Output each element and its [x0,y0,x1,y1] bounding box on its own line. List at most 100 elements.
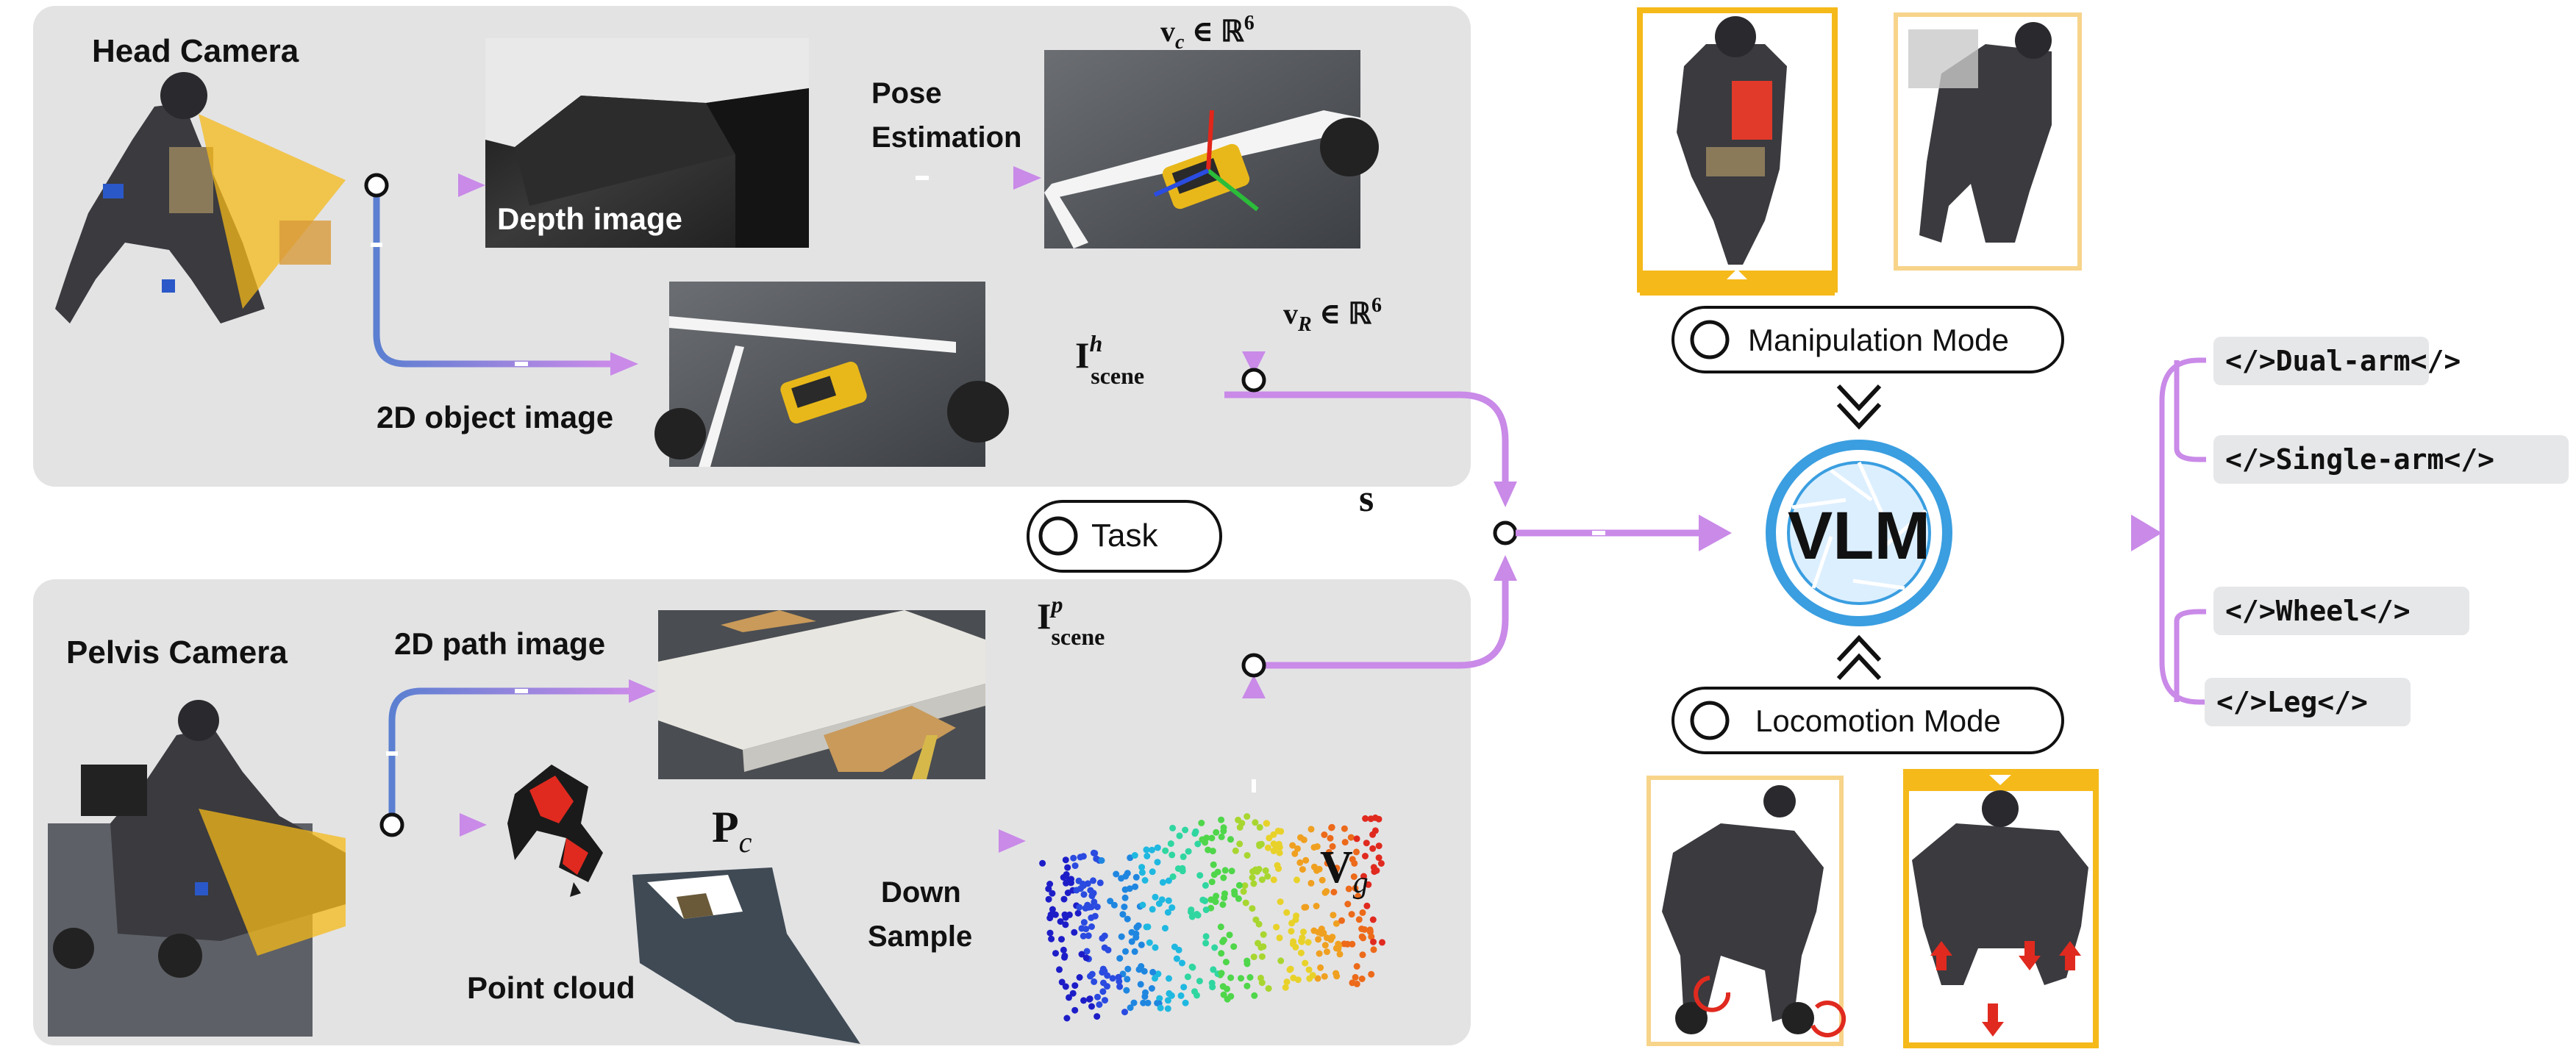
junction-node [379,812,404,837]
cloud-point [1258,953,1266,960]
cloud-point [1324,859,1331,867]
cloud-point [1227,992,1235,1000]
cloud-point [1169,851,1176,859]
cloud-point [1159,879,1166,886]
chevron-up-icon [1836,653,1882,681]
flow-marker [1592,531,1605,535]
cloud-point [1061,911,1068,918]
cloud-point [1249,874,1256,881]
cloud-point [1319,876,1326,884]
cloud-point [1184,973,1191,981]
cloud-point [1238,820,1246,827]
cloud-point [1063,871,1070,878]
cloud-point [1255,940,1261,947]
cloud-point [1242,899,1249,906]
cloud-point [1371,868,1378,876]
cloud-point [1244,813,1251,820]
cloud-point [1141,967,1148,975]
pose-estimation-label-line2: Estimation [871,121,1021,154]
cloud-point [1080,932,1087,940]
cloud-point [1099,965,1107,973]
cloud-point [1294,876,1300,884]
cloud-point [1110,901,1118,909]
flow-arrow [1254,391,1509,482]
cloud-point [1353,848,1360,856]
cloud-point [1121,1009,1128,1016]
cloud-point [1196,978,1203,984]
cloud-point [1321,942,1329,949]
cloud-point [1177,992,1185,999]
cloud-point [1104,972,1111,979]
cloud-point [1218,970,1225,977]
cloud-point [1194,840,1202,848]
cloud-point [1084,880,1091,887]
cloud-point [1137,981,1144,988]
chevron-down-icon [1836,402,1882,430]
cloud-point [1205,846,1212,854]
cloud-point [1143,923,1150,931]
cloud-point [1353,835,1360,842]
cloud-point [1321,973,1328,980]
cloud-point [1144,999,1152,1006]
cloud-point [1090,877,1096,884]
task-label: Task [1091,518,1158,554]
junction-node [1241,653,1266,678]
flow-arrowhead [1494,482,1517,507]
cloud-point [1283,978,1291,986]
cloud-point [1098,857,1105,864]
cloud-point [1188,913,1196,920]
task-symbol: s [1359,478,1374,520]
cloud-point [1049,890,1056,897]
cloud-point [1283,909,1291,916]
cloud-point [1335,945,1342,952]
cloud-point [1266,834,1273,842]
cloud-point [1149,846,1155,854]
cloud-point [1317,964,1324,971]
cloud-point [1075,877,1082,884]
cloud-point [1104,983,1110,990]
cloud-point [1132,883,1139,890]
cloud-point [1220,991,1227,998]
cloud-point [1315,936,1322,943]
flow-marker [916,176,929,180]
cloud-point [1119,911,1127,918]
cloud-point [1323,934,1330,942]
cloud-point [1157,1004,1164,1012]
cloud-point [1056,966,1063,973]
cloud-point [1363,902,1371,909]
flow-marker [386,751,398,756]
cloud-point [1127,1004,1134,1012]
cloud-point [1256,823,1263,831]
cloud-point [1327,834,1334,842]
task-box [1027,500,1222,573]
cloud-point [1080,919,1088,926]
flow-arrow [373,185,610,368]
chevron-down-icon [1836,384,1882,412]
cloud-point [1175,946,1182,953]
cloud-point [1164,1005,1171,1012]
cloud-point [1096,879,1104,887]
cloud-point [1088,923,1095,930]
cloud-point [1277,898,1284,906]
cloud-point [1211,944,1219,951]
cloud-point [1191,830,1199,837]
cloud-point [1130,999,1138,1006]
cloud-point [1221,890,1228,898]
cloud-point [1179,959,1185,967]
vg-label: Vg [1320,842,1369,900]
locomotion-mode-box [1671,687,2064,754]
cloud-point [1218,950,1225,957]
cloud-point [1093,1013,1101,1020]
cloud-point [1094,993,1101,1001]
cloud-point [1289,940,1296,948]
flow-arrowhead [610,352,638,376]
cloud-point [1375,815,1382,823]
cloud-point [1202,906,1210,914]
cloud-point [1302,959,1309,967]
vlm-node [1766,440,1952,626]
downsample-label-line1: Down [881,876,961,909]
cloud-point [1330,889,1338,895]
cloud-point [1139,901,1146,909]
